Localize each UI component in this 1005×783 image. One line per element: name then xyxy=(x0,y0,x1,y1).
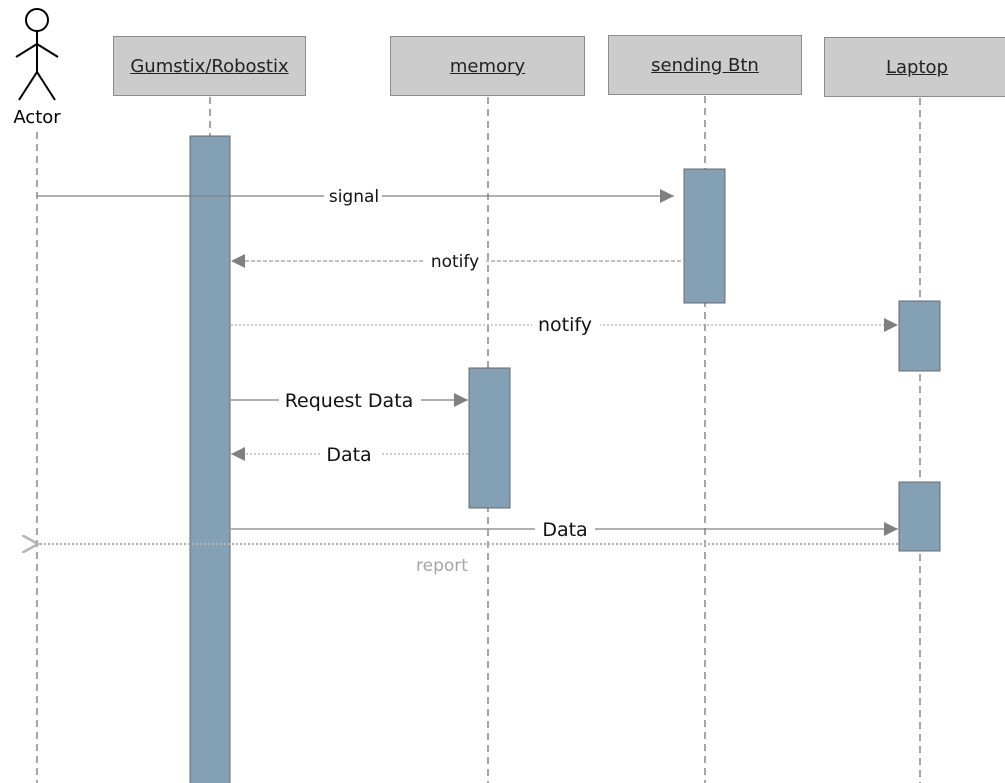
lifeline-header-sending: sending Btn xyxy=(608,35,802,95)
lifeline-header-laptop: Laptop xyxy=(824,37,1005,97)
lifeline-header-memory: memory xyxy=(390,36,585,96)
activation-laptop-2 xyxy=(898,481,941,552)
message-notify-laptop-label: notify xyxy=(538,314,592,336)
activation-sending xyxy=(683,168,726,304)
message-report-label: report xyxy=(416,556,468,576)
message-signal-label: signal xyxy=(329,187,379,207)
activation-memory xyxy=(468,367,511,509)
message-data-return-label: Data xyxy=(326,444,371,466)
message-notify-return-label: notify xyxy=(431,252,479,272)
lifeline-label-sending: sending Btn xyxy=(651,54,759,76)
lifeline-label-gumstix: Gumstix/Robostix xyxy=(130,55,289,77)
message-data-laptop-label: Data xyxy=(542,519,587,541)
message-request-data-label: Request Data xyxy=(285,390,414,412)
lifeline-header-gumstix: Gumstix/Robostix xyxy=(113,36,306,96)
activation-laptop-1 xyxy=(898,300,941,372)
lifeline-label-laptop: Laptop xyxy=(886,56,948,78)
lifeline-label-memory: memory xyxy=(449,55,526,77)
actor-icon xyxy=(15,8,59,101)
activation-gumstix xyxy=(189,135,231,783)
actor-label: Actor xyxy=(13,107,61,128)
